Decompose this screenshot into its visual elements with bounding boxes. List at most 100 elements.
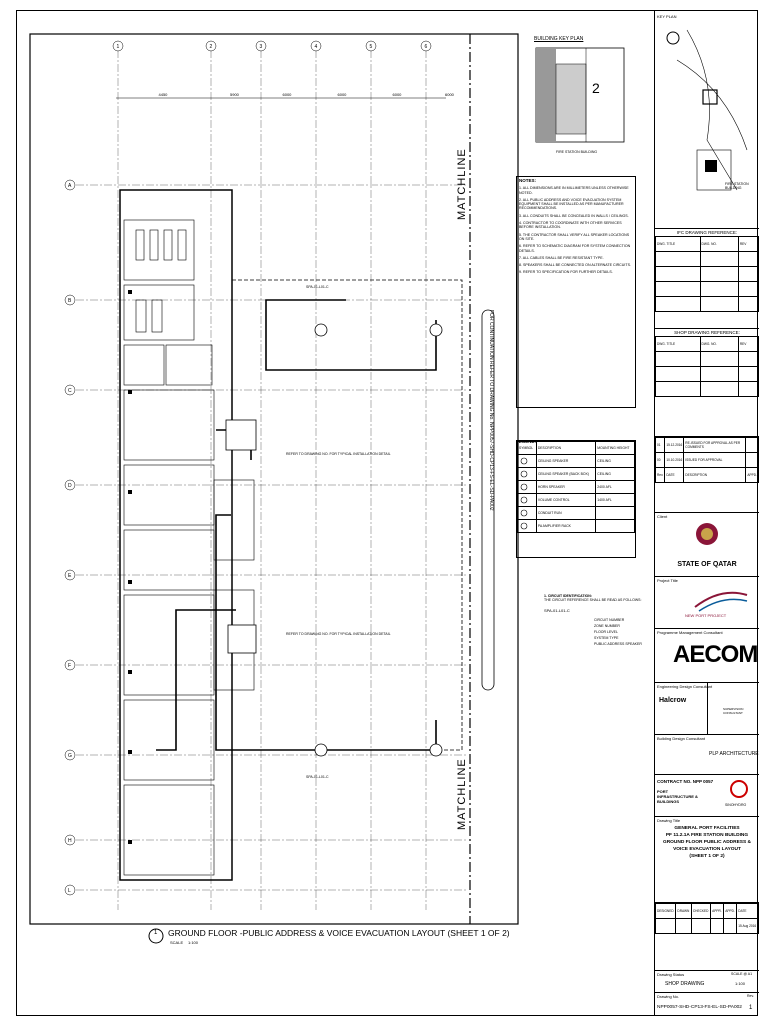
note-item: 1. ALL DIMENSIONS ARE IN MILLIMETERS UNL… — [519, 186, 629, 195]
rev-hdr-appd: APPD. — [745, 467, 759, 483]
revision-cell: RE-ISSUED FOR APPROVAL AS PER COMMENTS — [683, 437, 747, 453]
grid-bubble-row — [64, 749, 76, 761]
key-plan-diagram — [535, 47, 625, 143]
circuit-code: SPA-01-L01-C — [544, 608, 570, 613]
legend-description: CEILING SPEAKER (BACK BOX) — [535, 467, 597, 481]
svg-text:SPA-01-L01-C: SPA-01-L01-C — [306, 285, 329, 289]
note-item: 5. THE CONTRACTOR SHALL VERIFY ALL SPEAK… — [519, 232, 630, 241]
key-plan-caption: FIRE STATION BUILDING — [556, 150, 598, 154]
ifc-reference-title: IFC DRAWING REFERENCE: — [676, 230, 738, 235]
revision-cell: 15.12.2016 — [664, 437, 685, 453]
project-label: Project Title — [657, 578, 678, 583]
ifc-reference: IFC DRAWING REFERENCE: DWG. TITLE DWG. N… — [655, 228, 760, 329]
legend-header-symbol: SYMBOL — [517, 441, 537, 455]
design-consultant-left: Halcrow — [659, 697, 687, 704]
revision-cell — [745, 452, 759, 468]
grid-label-row: F — [68, 663, 71, 669]
building-design-cell: Building Design Consultant PLP ARCHITECT… — [655, 734, 759, 775]
project-cell: Project Title NEW PORT PROJECT — [655, 576, 759, 629]
status-cell: Drawing Status SHOP DRAWING SCALE @ A1 1… — [655, 970, 759, 993]
grid-label-col: 1 — [117, 44, 120, 50]
dimension-label: 6000 — [393, 92, 403, 97]
drawing-title-line: GENERAL PORT FACILITIES — [674, 826, 740, 831]
legend-mounting — [595, 506, 635, 520]
grid-bubble-row — [64, 659, 76, 671]
pm-cell: Programme Management Consultant AECOM — [655, 628, 759, 683]
legend-description: CONDUIT RUN — [535, 506, 597, 520]
legend-mounting: 1400 AFL — [595, 493, 635, 507]
note-item: 8. SPEAKERS SHALL BE CONNECTED ON ALTERN… — [519, 263, 631, 268]
signature-header: APPD. — [723, 903, 738, 919]
legend-mounting: CEILING — [595, 454, 635, 468]
signature-date: 15 Aug 2016 — [736, 918, 759, 934]
status-label: Drawing Status — [657, 972, 685, 977]
grid-bubble-row — [64, 294, 76, 306]
grid-label-row: A — [68, 183, 72, 189]
legend-symbol-icon — [517, 454, 537, 468]
design-consultant-right: SUPERVISION CONSULTANT — [723, 707, 744, 715]
grid-bubble-row — [64, 834, 76, 846]
matchline-label-top: MATCHLINE — [454, 130, 474, 220]
grid-label-row: G — [68, 753, 72, 759]
title-scale-value: 1:100 — [735, 981, 746, 986]
callout-number: 1 — [154, 930, 158, 936]
svg-text:SPA-01-L01-C: SPA-01-L01-C — [306, 775, 329, 779]
svg-text:REFER TO DRAWING NO. FOR TYPIC: REFER TO DRAWING NO. FOR TYPICAL INSTALL… — [286, 632, 391, 636]
grid-bubble-row — [64, 479, 76, 491]
signature-header: APPR. — [710, 903, 725, 919]
title-block: KEY PLAN FIRE STATION BUILDING IFC DRAWI… — [654, 10, 760, 1017]
key-map-site-label: FIRE STATION BUILDING — [725, 182, 749, 190]
legend-description: HORN SPEAKER — [535, 480, 597, 494]
revision-cell — [745, 437, 759, 453]
circuit-note-title: 1. CIRCUIT IDENTIFICATION: — [544, 594, 592, 598]
contract-number: CONTRACT NO. NPP 0057 — [657, 779, 714, 784]
legend-header-mounting: MOUNTING HEIGHT — [595, 441, 635, 455]
drawing-title-line: (SHEET 1 OF 2) — [689, 854, 725, 859]
grid-bubble-col — [255, 40, 267, 52]
circuit-key-item: ZONE NUMBER — [594, 624, 620, 628]
grid-label-row: H — [68, 838, 72, 844]
legend-row: PA AMPLIFIER RACK — [517, 519, 635, 533]
grid-label-row: E — [68, 573, 72, 579]
rev-hdr-date: DATE — [664, 467, 685, 483]
site-map — [666, 29, 748, 191]
key-map-header: KEY PLAN — [657, 14, 677, 19]
drawing-title-label: Drawing Title — [657, 818, 681, 823]
signature-header: DESIGNED — [654, 903, 677, 919]
grid-bubble-col — [112, 40, 124, 52]
drawing-number-cell: Drawing No. NPP0057-SHD-CP13-FS-EL-SD-PA… — [655, 992, 759, 1017]
notes-panel: NOTES: 1. ALL DIMENSIONS ARE IN MILLIMET… — [516, 176, 636, 408]
grid-bubble-row — [64, 884, 76, 896]
client-label: Client — [657, 514, 668, 519]
ifc-col-no: DWG. NO. — [699, 236, 739, 252]
legend-mounting: 2400 AFL — [595, 480, 635, 494]
scale-value: 1:100 — [188, 940, 199, 945]
grid-bubble-col — [310, 40, 322, 52]
ifc-col-rev: REV — [737, 236, 760, 252]
client-cell: Client STATE OF QATAR — [655, 512, 759, 577]
legend-symbol-icon — [517, 493, 537, 507]
dimension-label: 4450 — [159, 92, 169, 97]
shop-reference-title: SHOP DRAWING REFERENCE: — [674, 330, 740, 335]
grid-label-col: 6 — [425, 44, 428, 50]
sheet-border — [16, 10, 758, 1016]
note-item: 2. ALL PUBLIC ADDRESS AND VOICE EVACUATI… — [519, 197, 624, 211]
circuit-key-item: FLOOR LEVEL — [594, 630, 618, 634]
legend-description: VOLUME CONTROL — [535, 493, 597, 507]
drawing-number-label: Drawing No. — [657, 994, 680, 999]
rev-hdr-rev: Rev. — [654, 467, 666, 483]
note-item: 6. REFER TO SCHEMATIC DIAGRAM FOR SYSTEM… — [519, 244, 631, 253]
drawing-title: GROUND FLOOR -PUBLIC ADDRESS & VOICE EVA… — [168, 928, 510, 938]
title-scale-label: SCALE @ A1 — [731, 972, 753, 976]
contractor-logo-icon — [730, 780, 748, 798]
continuation-text: FOR CONTINUATION REFER TO DRAWING No. NP… — [488, 310, 494, 511]
legend-description: PA AMPLIFIER RACK — [535, 519, 597, 533]
contract-cell: CONTRACT NO. NPP 0057 PORT INFRASTRUCTUR… — [655, 774, 759, 817]
grid-bubble-row — [64, 569, 76, 581]
legend-symbol-icon — [517, 467, 537, 481]
grid-bubble-col — [420, 40, 432, 52]
